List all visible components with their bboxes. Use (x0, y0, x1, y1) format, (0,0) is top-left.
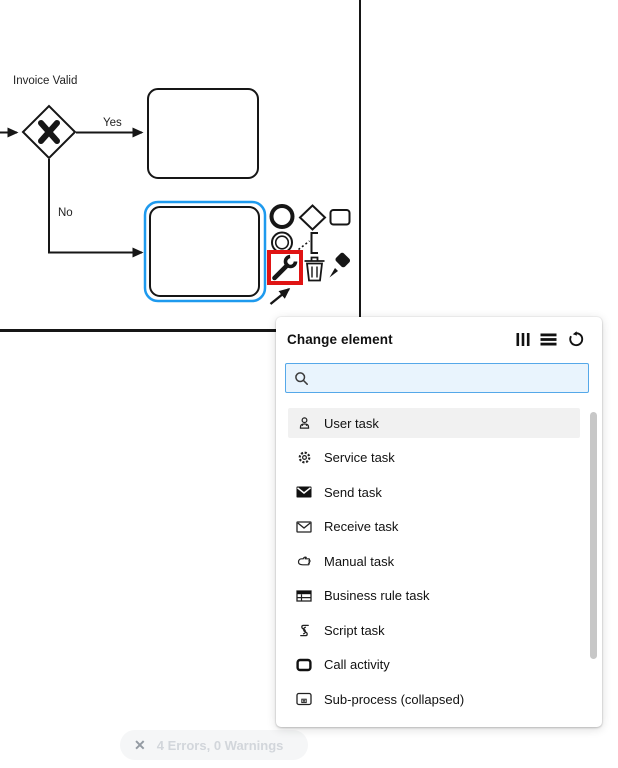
popup-scrollbar-thumb[interactable] (590, 412, 597, 659)
popup-header: Change element (276, 317, 602, 347)
selection-outline (143, 200, 267, 303)
task-no-selected[interactable] (149, 206, 260, 297)
change-element-wrench-icon[interactable] (272, 254, 298, 281)
receive-task-icon (296, 519, 312, 535)
menu-item-label: Receive task (324, 519, 399, 534)
list-view-icon[interactable] (540, 332, 557, 347)
menu-item-label: Business rule task (324, 588, 430, 603)
search-icon (295, 371, 308, 385)
append-end-event-icon[interactable] (269, 204, 295, 229)
columns-view-icon[interactable] (516, 332, 530, 347)
gateway-x-marker (38, 120, 60, 144)
send-task-icon (296, 484, 312, 500)
menu-item-label: Manual task (324, 553, 395, 569)
connect-arrow-icon[interactable] (269, 288, 291, 305)
search-box (285, 363, 589, 393)
menu-item-script-task[interactable]: Script task (288, 615, 580, 645)
text-annotation-icon[interactable] (298, 232, 319, 254)
toast-close-icon[interactable]: ✕ (134, 737, 146, 753)
script-task-icon (296, 622, 312, 638)
menu-item-business-rule-task[interactable]: Business rule task (288, 581, 580, 611)
menu-item-label: Call activity (324, 657, 390, 672)
format-brush-icon[interactable] (329, 252, 352, 278)
manual-task-icon (296, 553, 312, 569)
gateway-label: Invoice Valid (13, 75, 77, 87)
business-rule-task-icon (296, 588, 312, 604)
search-input[interactable] (316, 370, 580, 386)
change-element-menu: User task Service task Send task (276, 408, 602, 714)
yes-flow-label: Yes (103, 117, 122, 129)
exclusive-gateway[interactable] (21, 104, 77, 160)
menu-item-service-task[interactable]: Service task (288, 443, 580, 473)
menu-item-receive-task[interactable]: Receive task (288, 512, 580, 542)
service-task-icon (296, 450, 312, 466)
menu-item-send-task[interactable]: Send task (288, 477, 580, 507)
task-yes[interactable] (147, 88, 259, 179)
append-task-icon[interactable] (329, 209, 351, 226)
menu-item-sub-process[interactable]: Sub-process (collapsed) (288, 684, 580, 714)
append-gateway-icon[interactable] (298, 204, 327, 231)
append-intermediate-event-icon[interactable] (271, 231, 293, 254)
menu-item-label: Send task (324, 484, 382, 500)
toast-text: 4 Errors, 0 Warnings (156, 737, 284, 753)
popup-title: Change element (287, 331, 393, 347)
menu-item-label: Sub-process (collapsed) (324, 691, 465, 707)
change-element-popup: Change element (276, 317, 602, 727)
lint-toast: ✕ 4 Errors, 0 Warnings (120, 730, 308, 760)
reset-icon[interactable] (567, 331, 584, 347)
menu-item-call-activity[interactable]: Call activity (288, 650, 580, 680)
delete-trash-icon[interactable] (304, 256, 325, 282)
menu-item-label: Service task (324, 450, 395, 465)
user-task-icon (296, 415, 312, 431)
sub-process-icon (296, 691, 312, 707)
sequence-flow-no[interactable] (48, 159, 144, 258)
menu-item-user-task[interactable]: User task (288, 408, 580, 438)
no-flow-label: No (58, 207, 73, 219)
menu-item-manual-task[interactable]: Manual task (288, 546, 580, 576)
wrench-highlight-box (267, 250, 303, 285)
menu-item-label: User task (324, 415, 379, 431)
call-activity-icon (296, 657, 312, 673)
menu-item-label: Script task (324, 622, 385, 638)
context-pad (267, 204, 352, 305)
